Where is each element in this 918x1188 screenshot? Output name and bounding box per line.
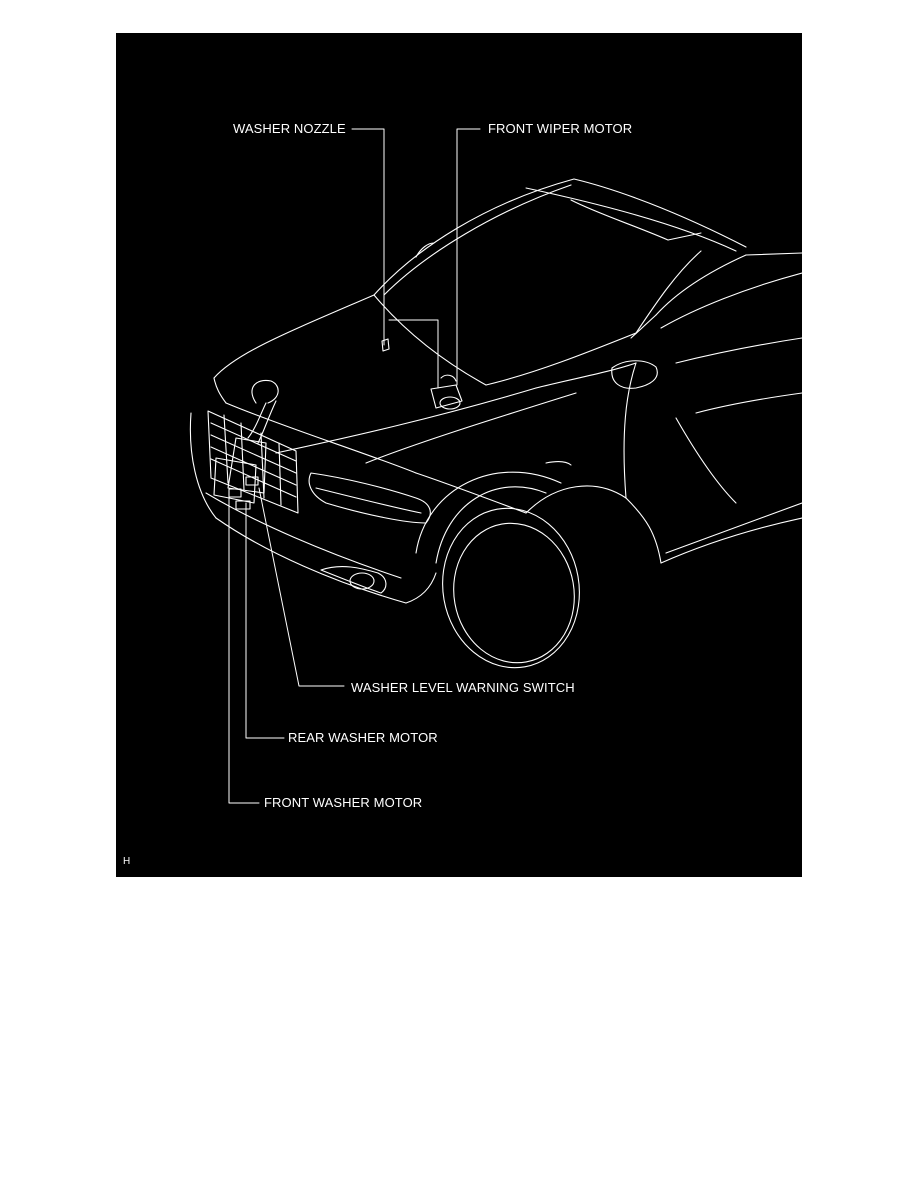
leader-front-washer-motor — [228, 492, 260, 804]
front-grille — [207, 410, 299, 514]
leader-front-wiper-motor — [456, 128, 481, 386]
side-mirror — [611, 360, 658, 389]
hood — [213, 294, 637, 474]
leader-rear-washer-motor — [245, 502, 285, 739]
front-wheel — [415, 471, 580, 669]
side-windows — [630, 252, 802, 414]
leader-washer-nozzle — [351, 128, 385, 346]
leader-lines — [228, 128, 481, 804]
label-rear-washer-motor: REAR WASHER MOTOR — [288, 730, 438, 745]
front-wiper-motor-part — [430, 374, 463, 410]
leader-washer-level-switch — [258, 487, 345, 687]
headlamp — [308, 472, 431, 524]
diagram-panel: WASHER NOZZLE FRONT WIPER MOTOR WASHER L… — [116, 33, 802, 877]
washer-tank — [213, 379, 279, 510]
body-side — [415, 362, 802, 564]
label-front-washer-motor: FRONT WASHER MOTOR — [264, 795, 423, 810]
roof-outline — [525, 178, 747, 252]
label-washer-nozzle: WASHER NOZZLE — [233, 121, 346, 136]
vehicle-illustration — [189, 128, 802, 804]
washer-nozzle-part — [381, 338, 390, 352]
label-front-wiper-motor: FRONT WIPER MOTOR — [488, 121, 633, 136]
panel-code: H — [123, 856, 131, 867]
label-washer-level-warning-switch: WASHER LEVEL WARNING SWITCH — [351, 680, 575, 695]
front-bumper — [189, 412, 437, 604]
windshield — [373, 178, 702, 386]
leader-wiper-link — [388, 319, 439, 389]
